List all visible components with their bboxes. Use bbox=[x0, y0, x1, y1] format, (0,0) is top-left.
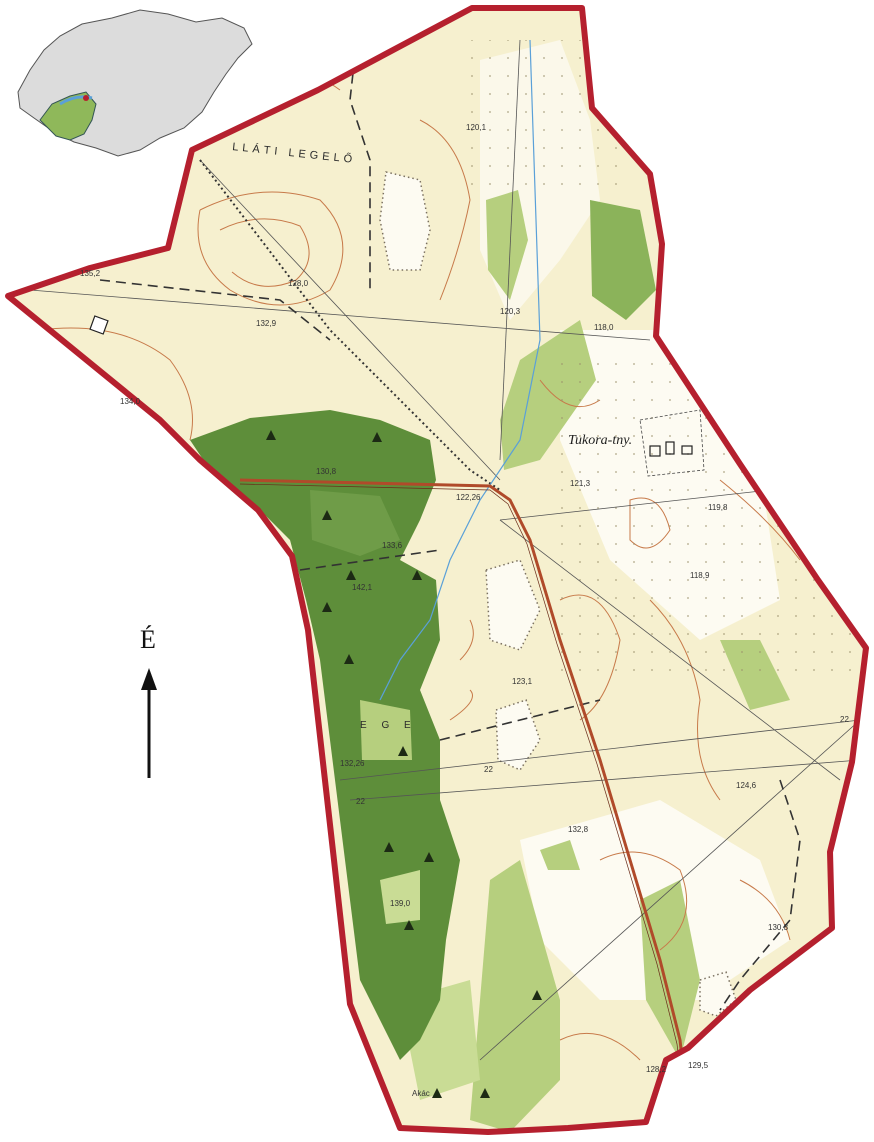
tree-icon bbox=[346, 570, 356, 580]
road-number: 22 bbox=[484, 765, 493, 774]
spot-label: 139,0 bbox=[390, 899, 411, 908]
spot-label: 132,9 bbox=[256, 319, 277, 328]
inset-locator-map bbox=[17, 9, 253, 157]
tree-icon bbox=[344, 654, 354, 664]
spot-label: 122,26 bbox=[456, 493, 481, 502]
clearing-dotted-3 bbox=[495, 699, 541, 771]
tree-icon bbox=[432, 1088, 442, 1098]
spot-label: 128,2 bbox=[646, 1065, 667, 1074]
section-lines bbox=[29, 39, 861, 1061]
spot-label: 128,0 bbox=[288, 279, 309, 288]
spot-label: 119,8 bbox=[708, 503, 728, 512]
clearing-dotted-4 bbox=[699, 971, 737, 1017]
spot-label: 132,8 bbox=[568, 825, 589, 834]
inset-location-dot bbox=[83, 95, 89, 101]
forest-clearing-3 bbox=[380, 870, 420, 924]
tree-icon bbox=[404, 920, 414, 930]
spot-label: 120,3 bbox=[500, 307, 521, 316]
tree-icon bbox=[412, 570, 422, 580]
light-forest-3 bbox=[500, 320, 596, 470]
spot-label: 129,5 bbox=[688, 1061, 709, 1070]
main-road-edge bbox=[239, 483, 688, 1131]
dashed-tracks bbox=[99, 9, 801, 1011]
building-west bbox=[89, 315, 109, 335]
area-label-mid: E G E bbox=[360, 720, 417, 731]
spot-label: 134,0 bbox=[120, 397, 141, 406]
railway-line bbox=[199, 159, 501, 491]
main-road bbox=[239, 478, 692, 1131]
forest-clearing-2 bbox=[360, 700, 412, 760]
inset-lake bbox=[59, 95, 93, 106]
spot-label: 130,8 bbox=[316, 467, 337, 476]
north-arrow: É bbox=[140, 625, 157, 778]
village-marker-icon bbox=[639, 409, 705, 477]
light-forest-5 bbox=[540, 840, 580, 870]
light-forest-6 bbox=[470, 860, 560, 1132]
tree-icon bbox=[322, 510, 332, 520]
light-forest-1 bbox=[486, 190, 528, 300]
road-number: 22 bbox=[840, 715, 849, 724]
spot-height-labels: 120,1 128,0 132,9 134,0 120,3 118,0 121,… bbox=[80, 123, 789, 1098]
north-label: É bbox=[140, 625, 156, 654]
protected-area-boundary bbox=[5, 5, 869, 1135]
spot-label: 135,2 bbox=[80, 269, 101, 278]
tree-icon bbox=[266, 430, 276, 444]
tree-icon bbox=[372, 432, 382, 442]
spot-label: 142,1 bbox=[352, 583, 373, 592]
spot-label: 124,6 bbox=[736, 781, 757, 790]
spot-label: 118,9 bbox=[690, 571, 710, 580]
spot-label: 120,1 bbox=[466, 123, 487, 132]
tree-icon bbox=[322, 602, 332, 612]
tree-icon bbox=[532, 990, 542, 1000]
tree-dots bbox=[560, 360, 860, 680]
light-forest-2 bbox=[590, 200, 656, 320]
inset-country-outline bbox=[17, 9, 253, 157]
road-number: 22 bbox=[356, 797, 365, 806]
spot-label: 130,3 bbox=[768, 923, 789, 932]
tree-icon-group bbox=[266, 430, 542, 1098]
tree-icon bbox=[424, 852, 434, 862]
forest-clearing-1 bbox=[310, 490, 400, 556]
place-label: Tukora-tny. bbox=[568, 433, 632, 448]
spot-label: 123,1 bbox=[512, 677, 533, 686]
clearing-dotted-1 bbox=[379, 171, 431, 271]
north-arrowhead bbox=[141, 668, 157, 690]
spot-label: 133,6 bbox=[382, 541, 403, 550]
inset-region-highlight bbox=[39, 91, 97, 141]
tree-dots-north bbox=[470, 40, 620, 200]
spot-label: 118,0 bbox=[594, 323, 614, 332]
tree-icon bbox=[480, 1088, 490, 1098]
spot-label: Akác bbox=[412, 1089, 430, 1098]
road-number-labels: 22 22 22 bbox=[356, 715, 849, 806]
tree-icon bbox=[384, 842, 394, 852]
clearing-dotted-2 bbox=[485, 559, 541, 651]
spot-label: 132,26 bbox=[340, 759, 365, 768]
tree-icon bbox=[398, 746, 408, 756]
stream bbox=[379, 39, 541, 701]
spot-label: 121,3 bbox=[570, 479, 591, 488]
light-forest-7 bbox=[640, 880, 700, 1060]
